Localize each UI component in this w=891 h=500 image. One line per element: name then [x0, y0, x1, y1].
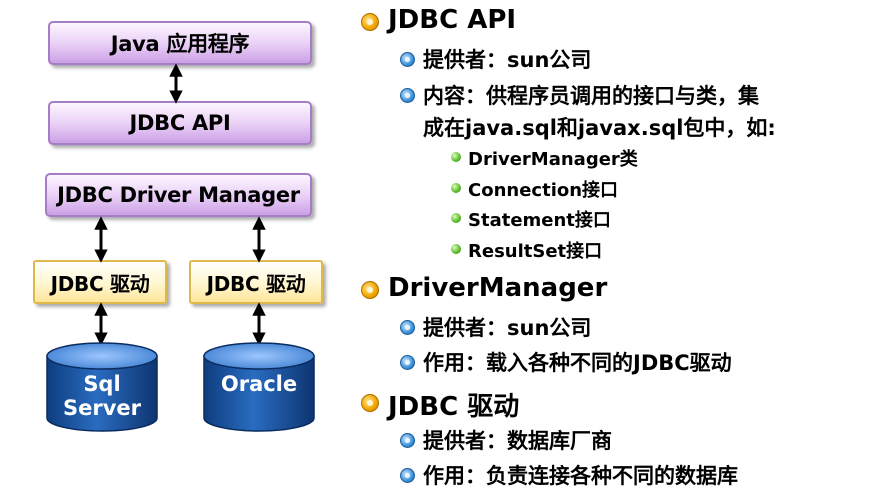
- bullet-level1-icon: [361, 13, 379, 31]
- java-application-label: Java 应用程序: [110, 32, 250, 56]
- sqlserver-label: Sql Server: [52, 372, 152, 420]
- sqlserver-label-line2: Server: [62, 396, 141, 420]
- bullet-level2-icon: [400, 320, 415, 335]
- jdbc-driver-left-label: JDBC 驱动: [50, 271, 150, 296]
- sqlserver-label-line1: Sql: [83, 372, 121, 396]
- jdbc-driver-left: JDBC 驱动: [33, 260, 167, 304]
- interface-statement: Statement接口: [468, 210, 611, 231]
- jdbc-driver-right-label: JDBC 驱动: [206, 271, 306, 296]
- heading-driver-manager: DriverManager: [388, 273, 608, 303]
- bullet-level2-icon: [400, 52, 415, 67]
- bullet-level3-icon: [451, 183, 461, 193]
- oracle-label-text: Oracle: [220, 372, 298, 396]
- driver-manager-provider: 提供者：sun公司: [423, 316, 592, 340]
- heading-jdbc-driver: JDBC 驱动: [388, 392, 520, 422]
- jdbc-api-content-line1: 内容：供程序员调用的接口与类，集: [423, 84, 759, 108]
- bullet-level2-icon: [400, 355, 415, 370]
- jdbc-api-label: JDBC API: [129, 111, 231, 135]
- bullet-level2-icon: [400, 468, 415, 483]
- jdbc-api-provider: 提供者：sun公司: [423, 48, 592, 72]
- interface-resultset: ResultSet接口: [468, 241, 603, 262]
- heading-jdbc-api: JDBC API: [388, 5, 517, 35]
- jdbc-api-content-line2: 成在java.sql和javax.sql包中，如:: [423, 116, 776, 140]
- bullet-level1-icon: [361, 281, 379, 299]
- driver-manager-label: JDBC Driver Manager: [57, 183, 300, 207]
- bullet-level3-icon: [451, 152, 461, 162]
- driver-manager-layer: JDBC Driver Manager: [45, 173, 312, 217]
- bullet-level2-icon: [400, 88, 415, 103]
- jdbc-api-layer: JDBC API: [48, 101, 312, 145]
- bullet-level3-icon: [451, 244, 461, 254]
- class-driver-manager: DriverManager类: [468, 149, 638, 170]
- jdbc-driver-purpose: 作用：负责连接各种不同的数据库: [423, 464, 738, 488]
- database-cylinder-oracle: [203, 342, 315, 432]
- java-application-layer: Java 应用程序: [48, 21, 312, 65]
- interface-connection: Connection接口: [468, 180, 619, 201]
- oracle-label: Oracle: [209, 372, 309, 396]
- bullet-level2-icon: [400, 433, 415, 448]
- driver-manager-purpose: 作用：载入各种不同的JDBC驱动: [423, 351, 732, 375]
- jdbc-driver-provider: 提供者：数据库厂商: [423, 429, 612, 453]
- bullet-level1-icon: [361, 394, 379, 412]
- database-cylinder-sqlserver: [46, 342, 158, 432]
- bullet-level3-icon: [451, 213, 461, 223]
